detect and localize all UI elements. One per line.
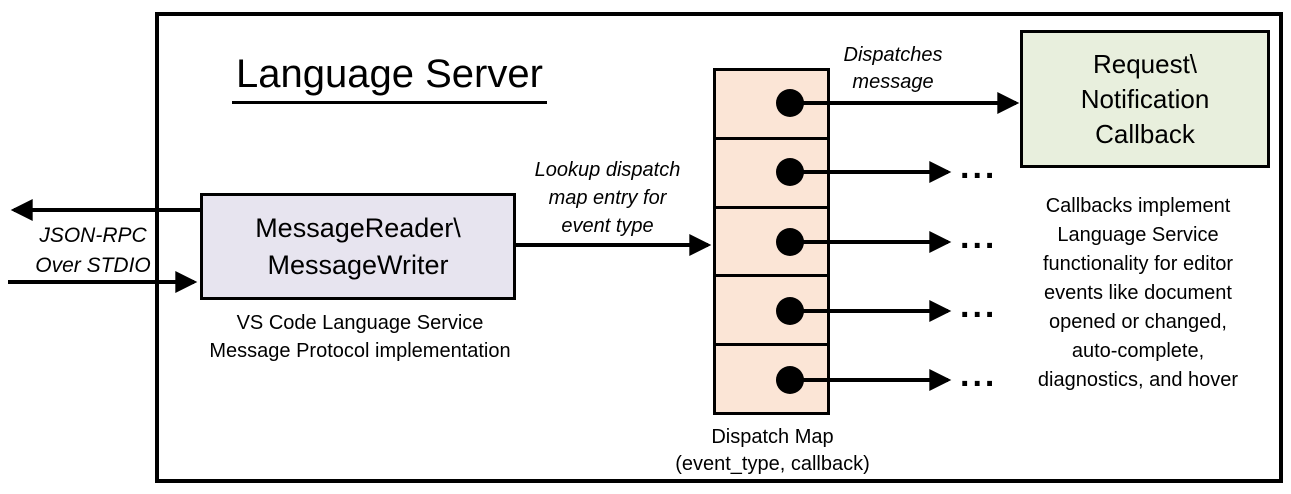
diagram-title: Language Server [232,50,547,104]
dispatch-map-cell [716,71,827,137]
request-notification-callback-box: Request\ Notification Callback [1020,30,1270,168]
ellipsis-4: ... [960,356,998,394]
message-reader-writer-box: MessageReader\ MessageWriter [200,193,516,300]
message-reader-writer-label: MessageReader\ MessageWriter [255,212,461,280]
language-server-boundary-box [155,12,1283,483]
ellipsis-1: ... [960,148,998,186]
dispatch-map-cell [716,274,827,344]
dispatch-map-cell [716,205,827,275]
json-rpc-stdio-label: JSON-RPC Over STDIO [35,224,151,277]
callbacks-note: Callbacks implement Language Service fun… [1037,195,1239,391]
dispatch-map-cell [716,343,827,412]
reader-caption: VS Code Language Service Message Protoco… [209,312,511,362]
dispatch-map [713,68,830,415]
dispatches-message-label: Dispatches message [843,44,943,93]
dispatch-map-cell [716,136,827,206]
ellipsis-2: ... [960,218,998,256]
callback-box-label: Request\ Notification Callback [1080,48,1210,149]
dispatch-map-caption: Dispatch Map (event_type, callback) [675,426,870,475]
lookup-dispatch-label: Lookup dispatch map entry for event type [534,159,681,237]
ellipsis-3: ... [960,287,998,325]
